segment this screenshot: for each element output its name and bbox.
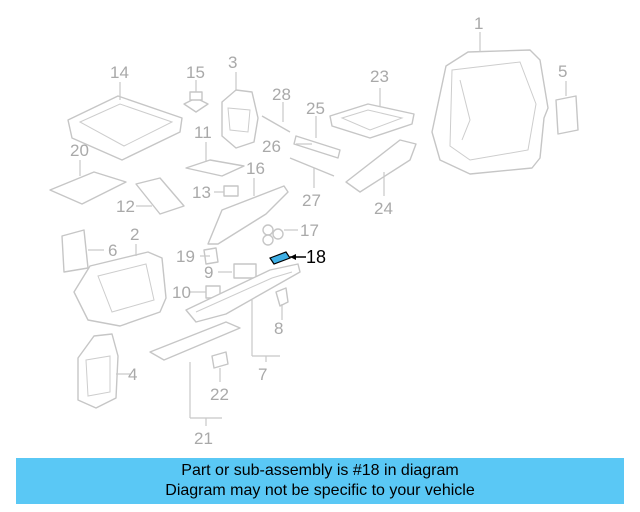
callout-3: 3: [228, 53, 237, 72]
part-5-cover: [555, 81, 579, 135]
part-17-clips: [262, 224, 298, 246]
callout-12: 12: [116, 197, 135, 216]
part-23-tool-tray: [329, 88, 415, 139]
callout-14: 14: [110, 63, 129, 82]
callout-1: 1: [474, 14, 483, 33]
part-27-bar: [289, 157, 335, 188]
part-1-quarter-trim: [431, 32, 549, 175]
part-2-lower-trim: [73, 244, 167, 327]
callout-27: 27: [302, 191, 321, 210]
callout-9: 9: [204, 263, 213, 282]
part-8-clip: [275, 287, 289, 320]
part-6-panel: [61, 229, 104, 273]
callout-8: 8: [274, 319, 283, 338]
part-3-storage-box: [221, 72, 259, 149]
part-9-10-19-fasteners: [190, 247, 257, 299]
callout-21: 21: [194, 429, 213, 448]
callout-16: 16: [246, 159, 265, 178]
callout-20: 20: [70, 141, 89, 160]
callout-2: 2: [130, 225, 139, 244]
callout-5: 5: [558, 62, 567, 81]
callout-15: 15: [186, 63, 205, 82]
part-20-spacer: [49, 160, 127, 205]
callout-4: 4: [128, 365, 137, 384]
part-22-end-cap: [211, 351, 229, 382]
part-11-13-brackets: [185, 142, 245, 197]
callout-22: 22: [210, 385, 229, 404]
part-7-sill-plate: [185, 263, 301, 362]
callout-26: 26: [262, 137, 281, 156]
part-16-side-trim: [207, 178, 289, 245]
part-15-fastener: [183, 80, 209, 113]
callout-17: 17: [300, 221, 319, 240]
part-28-rod: [261, 102, 291, 133]
part-25-26-tools: [293, 116, 341, 159]
part-14-cargo-mat: [67, 82, 183, 161]
callout-18: 18: [306, 247, 326, 267]
callout-23: 23: [370, 67, 389, 86]
callout-7: 7: [258, 365, 267, 384]
part-24-jack: [345, 139, 417, 196]
callout-24: 24: [374, 199, 393, 218]
callout-13: 13: [192, 183, 211, 202]
callout-11: 11: [194, 123, 212, 142]
part-18-highlighted: [269, 251, 306, 265]
callout-19: 19: [176, 247, 195, 266]
callout-6: 6: [108, 241, 117, 260]
part-12-bracket: [135, 177, 185, 215]
callout-10: 10: [172, 283, 191, 302]
banner-line-1: Part or sub-assembly is #18 in diagram: [181, 462, 459, 479]
part-4-stowage-bin: [77, 333, 130, 409]
callout-28: 28: [272, 85, 291, 104]
banner-line-2: Diagram may not be specific to your vehi…: [165, 482, 475, 499]
info-banner: Part or sub-assembly is #18 in diagram D…: [16, 458, 624, 504]
part-21-cargo-cover: [149, 321, 241, 426]
callout-25: 25: [306, 99, 325, 118]
